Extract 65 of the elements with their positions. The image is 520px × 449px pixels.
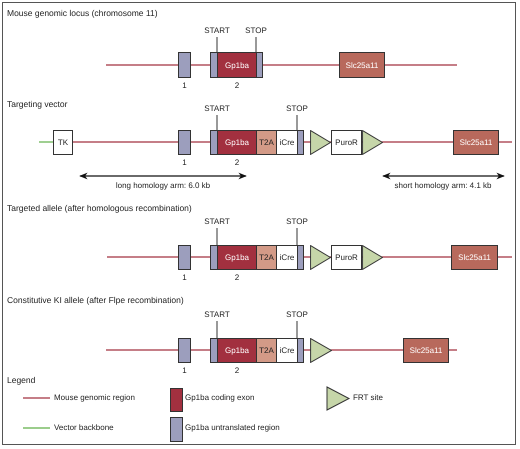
homology-arm-label: short homology arm: 4.1 kb xyxy=(394,181,492,191)
start-label: START xyxy=(202,309,232,319)
untranslated-region-box xyxy=(297,245,304,270)
section-heading: Targeted allele (after homologous recombination) xyxy=(7,203,192,213)
coding-exon-box: Gp1ba xyxy=(217,338,257,363)
leader-line xyxy=(296,228,298,246)
t2a-box: T2A xyxy=(256,338,277,363)
frt-triangle xyxy=(310,338,332,363)
leader-line xyxy=(216,228,218,246)
legend-text: Gp1ba untranslated region xyxy=(185,423,280,433)
untranslated-region-box xyxy=(256,52,263,78)
stop-label: STOP xyxy=(282,103,312,113)
legend-text: Mouse genomic region xyxy=(54,393,135,403)
untranslated-region-box xyxy=(297,338,304,363)
leader-line xyxy=(216,320,218,338)
section-heading: Targeting vector xyxy=(7,99,68,109)
section-heading: Mouse genomic locus (chromosome 11) xyxy=(7,8,158,18)
gene-box: Slc25a11 xyxy=(453,130,499,155)
frt-triangle xyxy=(310,245,331,270)
cassette-box: iCre xyxy=(276,245,298,270)
untranslated-region-box xyxy=(297,130,304,155)
frt-triangle xyxy=(310,130,331,155)
coding-exon-box: Gp1ba xyxy=(217,52,257,78)
exon-number: 2 xyxy=(234,273,240,283)
cassette-box: TK xyxy=(53,130,73,155)
leader-line xyxy=(216,36,218,52)
untranslated-region-box xyxy=(178,338,191,363)
t2a-box: T2A xyxy=(256,130,277,155)
legend-text: Gp1ba coding exon xyxy=(185,393,254,403)
leader-line xyxy=(296,114,298,130)
frt-triangle xyxy=(362,245,383,270)
exon-number: 1 xyxy=(182,81,187,91)
gene-box: Slc25a11 xyxy=(451,245,498,270)
exon-number: 1 xyxy=(182,273,187,283)
gene-box: Slc25a11 xyxy=(403,338,449,363)
legend-text: Vector backbone xyxy=(54,423,114,433)
stop-label: STOP xyxy=(241,25,271,35)
cassette-box: iCre xyxy=(276,130,298,155)
stop-label: STOP xyxy=(282,216,312,226)
exon-number: 2 xyxy=(234,366,240,376)
cassette-box: PuroR xyxy=(331,245,362,270)
untranslated-region-box xyxy=(178,52,191,78)
cassette-box: PuroR xyxy=(331,130,362,155)
leader-line xyxy=(216,114,218,130)
gene-box: Slc25a11 xyxy=(339,52,385,78)
t2a-box: T2A xyxy=(256,245,277,270)
frt-triangle xyxy=(362,130,383,155)
coding-exon-box: Gp1ba xyxy=(217,130,257,155)
section-heading: Constitutive KI allele (after Flpe recombination) xyxy=(7,295,184,305)
leader-line xyxy=(296,320,298,338)
exon-number: 2 xyxy=(234,158,240,168)
start-label: START xyxy=(202,216,232,226)
legend-text: FRT site xyxy=(353,393,383,403)
homology-arm-label: long homology arm: 6.0 kb xyxy=(116,181,210,191)
stop-label: STOP xyxy=(282,309,312,319)
exon-number: 1 xyxy=(182,158,187,168)
exon-number: 1 xyxy=(182,366,187,376)
start-label: START xyxy=(202,25,232,35)
untranslated-region-box xyxy=(178,245,191,270)
exon-number: 2 xyxy=(234,81,240,91)
start-label: START xyxy=(202,103,232,113)
coding-exon-box: Gp1ba xyxy=(217,245,257,270)
legend-heading: Legend xyxy=(7,375,36,385)
untranslated-region-box xyxy=(178,130,191,155)
cassette-box: iCre xyxy=(276,338,298,363)
